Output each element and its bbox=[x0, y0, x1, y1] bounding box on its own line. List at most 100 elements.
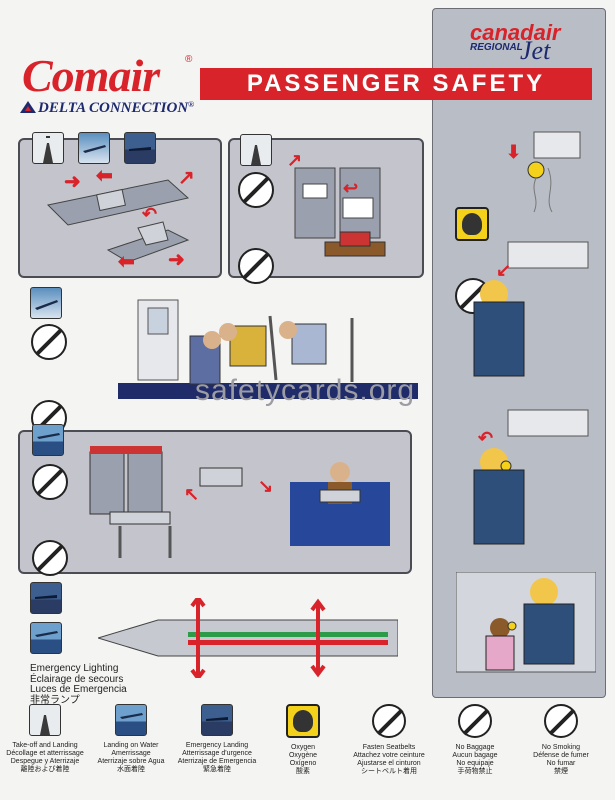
svg-text:➜: ➜ bbox=[168, 249, 185, 270]
legend-label: No fumar bbox=[546, 760, 576, 767]
emergency-lighting-es: Luces de Emergencia bbox=[30, 684, 127, 695]
water-thumb-icon bbox=[30, 622, 62, 654]
delta-registered-mark: ® bbox=[188, 100, 195, 109]
emergency-lighting-en: Emergency Lighting bbox=[30, 663, 119, 674]
oxygen-pull-mask-diagram: ↙ bbox=[473, 241, 589, 377]
cruise-thumb-icon bbox=[124, 132, 156, 164]
emergency-lighting-ja: 非常ランプ bbox=[30, 694, 80, 706]
legend-label: 水面着陸 bbox=[117, 766, 145, 773]
tray-table-panel: ↗ ↩ bbox=[228, 134, 424, 284]
oxygen-place-mask-diagram: ↶ bbox=[473, 409, 589, 545]
no-smoking-sign-icon bbox=[238, 172, 274, 208]
legend-label: Landing on Water bbox=[103, 742, 159, 749]
legend-label: Take-off and Landing bbox=[12, 742, 78, 749]
page-title: PASSENGER SAFETY bbox=[200, 68, 592, 100]
legend-item: No Smoking Défense de fumer No fumar 禁煙 bbox=[518, 704, 604, 776]
fasten-seatbelt-sign-icon bbox=[238, 248, 274, 284]
legend-label: Oxygen bbox=[290, 744, 316, 751]
watermark: safetycards.org bbox=[195, 374, 416, 407]
legend-label: Atterrissage d'urgence bbox=[182, 750, 252, 757]
legend-label: Aterrizaje de Emergencia bbox=[177, 758, 257, 765]
legend-item: Emergency Landing Atterrissage d'urgence… bbox=[174, 704, 260, 774]
legend-label: Ajustarse el cinturon bbox=[357, 760, 421, 767]
legend-label: 酸素 bbox=[296, 768, 310, 775]
legend-label: Aucun bagage bbox=[452, 752, 498, 759]
svg-text:↶: ↶ bbox=[477, 428, 493, 448]
svg-text:↖: ↖ bbox=[184, 484, 199, 504]
legend-label: Despegue y Aterrizaje bbox=[10, 758, 80, 765]
delta-widget-icon bbox=[20, 101, 36, 113]
emergency-lighting-fr: Éclairage de secours bbox=[30, 673, 124, 685]
legend-label: Emergency Landing bbox=[185, 742, 249, 749]
emergency-lighting-caption: Emergency Lighting Éclairage de secours … bbox=[30, 663, 127, 706]
oxygen-sign-icon bbox=[455, 207, 489, 241]
legend-label: Aterrizaje sobre Agua bbox=[97, 758, 165, 765]
delta-connection-text: DELTA CONNECTION bbox=[38, 100, 189, 116]
seat-tray-diagram: ↗ ↩ bbox=[287, 150, 386, 257]
legend-item: No Baggage Aucun bagage No equipaje 手荷物禁… bbox=[432, 704, 518, 776]
seat-cushion-flotation-diagram: ↖ ↘ bbox=[89, 446, 390, 558]
svg-text:↘: ↘ bbox=[258, 476, 273, 496]
svg-text:⬅: ⬅ bbox=[118, 251, 135, 270]
legend-item: Landing on Water Amerrissage Aterrizaje … bbox=[88, 704, 174, 774]
jet-label: Jet bbox=[520, 36, 551, 65]
water-landing-icon bbox=[115, 704, 147, 736]
comair-logo: Comair ® bbox=[22, 53, 193, 99]
brace-position-diagram bbox=[137, 299, 354, 385]
legend-label: Oxygène bbox=[288, 752, 318, 759]
fasten-seatbelt-icon bbox=[372, 704, 406, 738]
legend-label: No Baggage bbox=[455, 744, 495, 751]
canadair-brand: canadair bbox=[470, 20, 561, 45]
cabin-floor bbox=[118, 383, 418, 399]
legend-label: 離陸および着陸 bbox=[20, 766, 70, 773]
water-landing-panel: ↖ ↘ bbox=[18, 424, 412, 576]
emergency-landing-thumb-icon bbox=[30, 582, 62, 614]
seatbelt-diagram: ➜ ⬅ ↗ ↶ ⬅ ➜ bbox=[46, 170, 195, 270]
no-baggage-sign-icon bbox=[32, 540, 68, 576]
no-smoking-sign-icon bbox=[31, 324, 67, 360]
legend-label: No equipaje bbox=[456, 760, 494, 767]
oxygen-assist-child-diagram bbox=[456, 572, 596, 673]
regional-label: REGIONAL bbox=[470, 42, 523, 53]
climb-thumb-icon bbox=[78, 132, 110, 164]
svg-text:⬇: ⬇ bbox=[506, 142, 521, 162]
legend-item: Oxygen Oxygène Oxígeno 酸素 bbox=[260, 704, 346, 776]
water-landing-thumb-icon bbox=[32, 424, 64, 456]
legend-label: 禁煙 bbox=[554, 768, 568, 775]
legend-item: Take-off and Landing Décollage et atterr… bbox=[2, 704, 88, 774]
comair-wordmark: Comair bbox=[22, 50, 160, 101]
symbol-legend: Take-off and Landing Décollage et atterr… bbox=[0, 704, 615, 800]
legend-label: Attachez votre ceinture bbox=[353, 752, 425, 759]
legend-label: Décollage et atterrissage bbox=[6, 750, 84, 757]
legend-label: Oxígeno bbox=[289, 760, 317, 767]
svg-text:↶: ↶ bbox=[141, 204, 157, 224]
legend-label: 手荷物禁止 bbox=[457, 768, 493, 775]
oxygen-drop-diagram: ⬇ bbox=[506, 131, 581, 213]
svg-text:↙: ↙ bbox=[496, 260, 511, 280]
svg-text:↗: ↗ bbox=[178, 170, 195, 189]
takeoff-thumb-icon bbox=[240, 134, 272, 166]
svg-text:⬅: ⬅ bbox=[96, 170, 113, 187]
no-smoking-icon bbox=[544, 704, 578, 738]
legend-label: 緊急着陸 bbox=[203, 766, 231, 773]
legend-label: Défense de fumer bbox=[533, 752, 589, 759]
registered-mark: ® bbox=[185, 54, 193, 65]
takeoff-thumb-icon bbox=[32, 132, 64, 164]
runway-icon bbox=[29, 704, 61, 736]
delta-connection-logo: DELTA CONNECTION® bbox=[20, 100, 194, 117]
emergency-lighting-diagram bbox=[98, 598, 398, 678]
emergency-landing-icon bbox=[201, 704, 233, 736]
brace-thumb-icon bbox=[30, 287, 62, 319]
legend-label: シートベルト着用 bbox=[361, 768, 417, 775]
legend-label: Amerrissage bbox=[111, 750, 151, 757]
legend-label: No Smoking bbox=[541, 744, 581, 751]
svg-text:↗: ↗ bbox=[287, 150, 302, 170]
legend-label: Fasten Seatbelts bbox=[362, 744, 416, 751]
oxygen-icon bbox=[286, 704, 320, 738]
legend-item: Fasten Seatbelts Attachez votre ceinture… bbox=[346, 704, 432, 776]
no-baggage-icon bbox=[458, 704, 492, 738]
svg-text:➜: ➜ bbox=[64, 171, 81, 193]
svg-text:↩: ↩ bbox=[343, 178, 358, 198]
seatbelt-panel: ➜ ⬅ ↗ ↶ ⬅ ➜ bbox=[18, 132, 222, 278]
no-smoking-sign-icon bbox=[32, 464, 68, 500]
